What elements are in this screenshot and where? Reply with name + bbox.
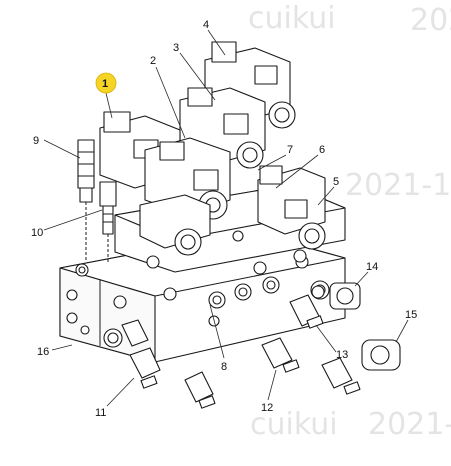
callout-13[interactable]: 13 bbox=[336, 349, 348, 361]
plug-screw bbox=[129, 347, 161, 389]
callout-14[interactable]: 14 bbox=[366, 261, 378, 273]
callout-15[interactable]: 15 bbox=[405, 309, 417, 321]
watermark: cuikui bbox=[250, 407, 338, 442]
callout-2[interactable]: 2 bbox=[150, 55, 156, 67]
callout-16[interactable]: 16 bbox=[37, 346, 49, 358]
leader-lines bbox=[43, 29, 409, 407]
watermark: cuikui bbox=[248, 1, 336, 36]
callout-11[interactable]: 11 bbox=[95, 407, 106, 419]
cartridge-valve bbox=[77, 139, 117, 262]
callout-1[interactable]: 1 bbox=[102, 78, 108, 90]
plug-screw bbox=[121, 319, 149, 347]
callout-9[interactable]: 9 bbox=[33, 135, 39, 147]
callout-12[interactable]: 12 bbox=[261, 402, 273, 414]
solenoid-valve bbox=[257, 165, 326, 250]
plug-screw bbox=[184, 371, 216, 409]
callout-highlight-badge bbox=[95, 72, 117, 94]
solenoid-valve bbox=[144, 137, 231, 220]
watermark: 2021-1 bbox=[410, 3, 451, 38]
plug-screw bbox=[261, 337, 300, 373]
callout-7[interactable]: 7 bbox=[287, 144, 293, 156]
callout-6[interactable]: 6 bbox=[319, 144, 325, 156]
watermark: 2021-1 bbox=[345, 168, 451, 203]
callout-5[interactable]: 5 bbox=[333, 176, 339, 188]
plug-screw bbox=[289, 294, 324, 329]
plug-screw bbox=[321, 357, 361, 395]
callout-3[interactable]: 3 bbox=[173, 42, 179, 54]
callout-8[interactable]: 8 bbox=[221, 361, 227, 373]
coil bbox=[361, 339, 401, 371]
coil bbox=[311, 282, 361, 310]
callout-10[interactable]: 10 bbox=[31, 227, 43, 239]
solenoid-valve bbox=[139, 194, 211, 256]
callout-4[interactable]: 4 bbox=[203, 19, 209, 31]
watermark: 2021-1 bbox=[368, 407, 451, 442]
